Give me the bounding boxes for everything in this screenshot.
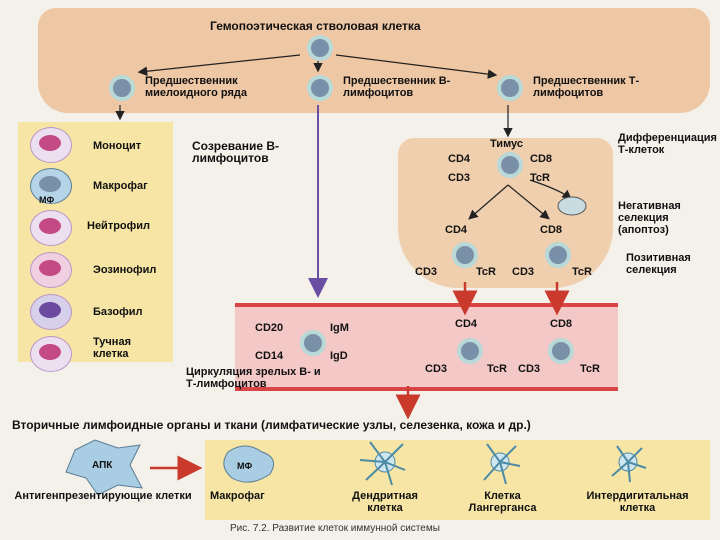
positive-selection-label: Позитивная селекция (626, 252, 691, 276)
interdigitating-cell-shape (611, 445, 647, 483)
b-marker: IgM (330, 322, 349, 334)
mf-label: МФ (39, 195, 55, 205)
myeloid-cell-label: Нейтрофил (87, 220, 151, 232)
thymus-tcr: TcR (530, 172, 550, 184)
mature-cd4-cell-icon (457, 338, 483, 364)
circ-cd8-tcr: TcR (580, 363, 600, 375)
neutrophil-image (30, 210, 72, 246)
eosinophil-image (30, 252, 72, 288)
apc-short-label: АПК (92, 460, 113, 471)
arrow-stem-myeloid (137, 54, 301, 77)
thymus-title: Тимус (490, 138, 524, 150)
figure-caption: Рис. 7.2. Развитие клеток иммунной систе… (230, 523, 440, 534)
apc-cell-label: Макрофаг (210, 490, 265, 502)
arrow-apoptosis (529, 179, 572, 200)
apc-cell-shape (65, 439, 143, 496)
langerhans-cell-shape (483, 443, 521, 485)
cd4-lineage-cd3: CD3 (415, 266, 438, 278)
cd8-lineage-tcr: TcR (572, 266, 592, 278)
top-band (38, 8, 710, 113)
b-maturation-label: Созревание В-лимфоцитов (192, 139, 279, 165)
t-precursor-icon (497, 75, 523, 101)
b-marker: CD14 (255, 350, 284, 362)
b-marker: IgD (330, 350, 348, 362)
circ-cd4-tcr: TcR (487, 363, 507, 375)
apc-macrophage-shape (223, 445, 275, 483)
apc-mf-label: МФ (237, 461, 253, 471)
mature-cd8-cell-icon (548, 338, 574, 364)
cd8-lineage-cd8: CD8 (540, 224, 563, 236)
b-precursor-label: Предшественник В-лимфоцитов (343, 75, 451, 99)
mature-b-cell-icon (300, 330, 326, 356)
thymus-cd3: CD3 (448, 172, 471, 184)
secondary-organs-label: Вторичные лимфоидные органы и ткани (лим… (12, 418, 531, 432)
apoptotic-cell (557, 196, 587, 216)
arrow-to-cd4 (468, 184, 509, 220)
t-precursor-label: Предшественник Т-лимфоцитов (533, 75, 640, 99)
thymus-cd4: CD4 (448, 153, 471, 165)
myeloid-cell-label: Тучная клетка (93, 336, 131, 360)
cd8-lineage-cd3: CD3 (512, 266, 535, 278)
circ-cd8-cd3: CD3 (518, 363, 541, 375)
macrophage-image (30, 168, 72, 204)
apc-cell-label: Клетка Лангерганса (468, 490, 537, 514)
negative-selection-label: Негативная селекция (апоптоз) (618, 200, 681, 236)
stem-cell-label: Гемопоэтическая стволовая клетка (210, 19, 421, 33)
thymocyte-icon (497, 152, 523, 178)
myeloid-precursor-label: Предшественник миелоидного ряда (145, 75, 247, 99)
myeloid-precursor-icon (109, 75, 135, 101)
myeloid-cell-label: Макрофаг (93, 180, 148, 192)
apc-cell-label: Дендритная клетка (352, 490, 418, 514)
b-marker: CD20 (255, 322, 284, 334)
myeloid-cell-label: Моноцит (93, 140, 142, 152)
apc-cell-label: Интердигитальная клетка (586, 490, 689, 514)
myeloid-cell-label: Эозинофил (93, 264, 157, 276)
cd4-cell-icon (452, 242, 478, 268)
circ-cd4-cd3: CD3 (425, 363, 448, 375)
cd4-lineage-cd4: CD4 (445, 224, 468, 236)
basophil-image (30, 294, 72, 330)
dendritic-cell-shape (359, 441, 406, 486)
arrow-stem-t (335, 54, 498, 79)
mast-cell-image (30, 336, 72, 372)
arrow-to-cd8 (507, 184, 550, 220)
monocyte-image (30, 127, 72, 163)
circ-cd4: CD4 (455, 318, 478, 330)
cd8-cell-icon (545, 242, 571, 268)
b-precursor-icon (307, 75, 333, 101)
stem-cell-icon (307, 35, 333, 61)
t-differentiation-label: Дифференциация Т-клеток (618, 132, 717, 156)
myeloid-cell-label: Базофил (93, 306, 143, 318)
cd4-lineage-tcr: TcR (476, 266, 496, 278)
circulation-label: Циркуляция зрелых В- и Т-лимфоцитов (186, 366, 321, 390)
thymus-cd8: CD8 (530, 153, 553, 165)
circ-cd8: CD8 (550, 318, 573, 330)
apc-label: Антигенпрезентирующие клетки (14, 490, 192, 502)
